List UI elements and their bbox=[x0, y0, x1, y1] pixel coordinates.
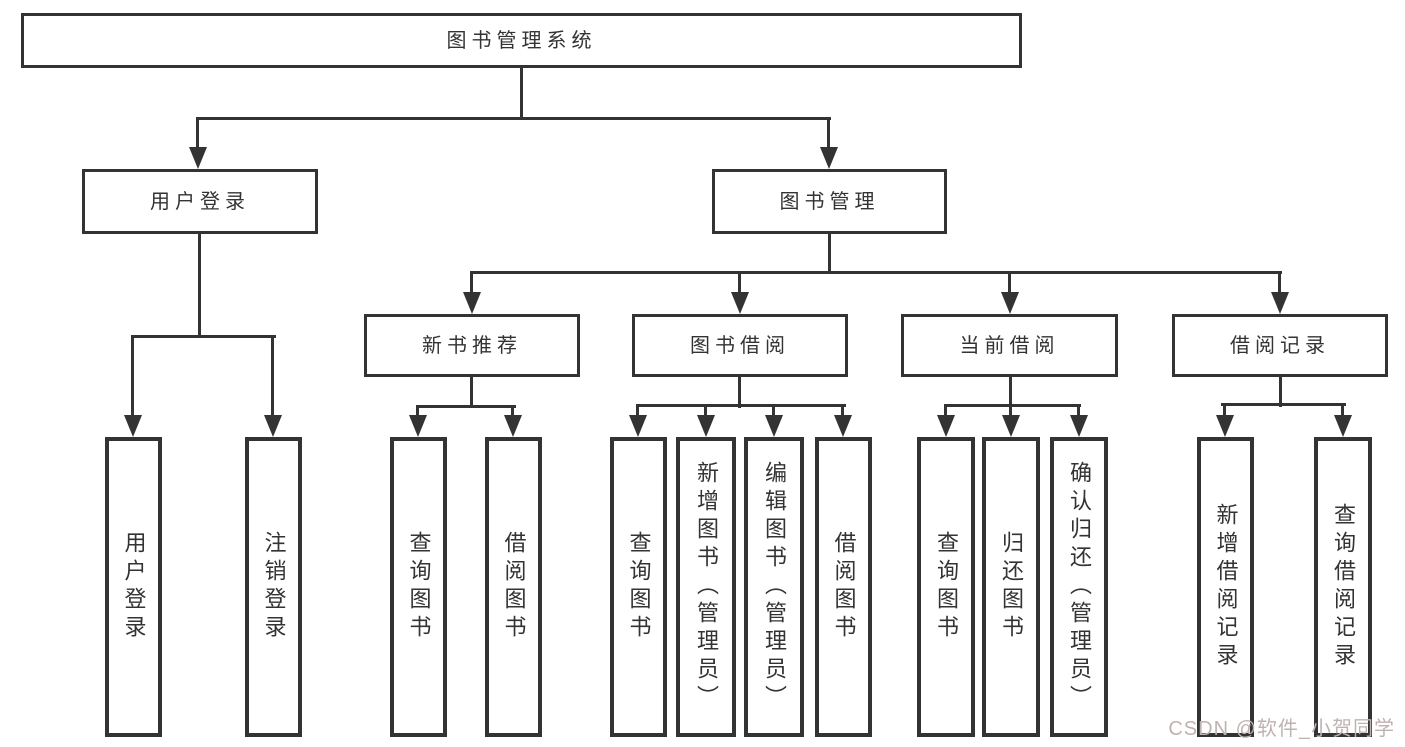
connector-arrow bbox=[697, 404, 715, 437]
csdn-watermark: CSDN @软件_小贺同学 bbox=[1168, 718, 1395, 740]
node-library-management-system: 图书管理系统 bbox=[21, 13, 1022, 68]
node-book-borrowing: 图书借阅 bbox=[632, 314, 848, 377]
connector-arrow bbox=[629, 404, 647, 437]
connector-line bbox=[828, 234, 831, 274]
connector-line bbox=[1009, 377, 1012, 408]
connector-arrow bbox=[820, 117, 838, 169]
node-user-login-action: 用户登录 bbox=[105, 437, 162, 737]
node-query-books-current: 查询图书 bbox=[917, 437, 975, 737]
node-query-borrow-record: 查询借阅记录 bbox=[1314, 437, 1372, 737]
connector-line bbox=[944, 404, 1081, 407]
node-return-book: 归还图书 bbox=[982, 437, 1040, 737]
connector-arrow bbox=[765, 404, 783, 437]
connector-arrow bbox=[1070, 404, 1088, 437]
connector-arrow bbox=[834, 404, 852, 437]
connector-arrow bbox=[731, 271, 749, 314]
connector-arrow bbox=[1334, 403, 1352, 437]
connector-line bbox=[470, 271, 1282, 274]
connector-arrow bbox=[1001, 271, 1019, 314]
node-borrow-books: 借阅图书 bbox=[815, 437, 872, 737]
connector-arrow bbox=[463, 271, 481, 314]
connector-line bbox=[132, 335, 276, 338]
connector-line bbox=[417, 405, 516, 408]
node-query-books-borrowing: 查询图书 bbox=[610, 437, 667, 737]
node-add-borrow-record: 新增借阅记录 bbox=[1197, 437, 1254, 737]
connector-arrow bbox=[1271, 271, 1289, 314]
connector-line bbox=[520, 68, 523, 120]
node-confirm-return-admin: 确认归还（管理员） bbox=[1050, 437, 1108, 737]
connector-line bbox=[738, 377, 741, 408]
connector-line bbox=[637, 404, 846, 407]
node-new-book-recommend: 新书推荐 bbox=[364, 314, 580, 377]
node-book-management: 图书管理 bbox=[712, 169, 947, 234]
connector-arrow bbox=[504, 405, 522, 437]
node-add-book-admin: 新增图书（管理员） bbox=[676, 437, 736, 737]
node-query-books-recommend: 查询图书 bbox=[390, 437, 447, 737]
connector-arrow bbox=[124, 335, 142, 437]
node-user-login: 用户登录 bbox=[82, 169, 318, 234]
connector-line bbox=[196, 117, 831, 120]
node-edit-book-admin: 编辑图书（管理员） bbox=[744, 437, 804, 737]
connector-arrow bbox=[1002, 404, 1020, 437]
node-logout: 注销登录 bbox=[245, 437, 302, 737]
connector-arrow bbox=[1216, 403, 1234, 437]
connector-line bbox=[1279, 377, 1282, 407]
connector-line bbox=[470, 377, 473, 408]
connector-arrow bbox=[937, 404, 955, 437]
node-borrowing-records: 借阅记录 bbox=[1172, 314, 1388, 377]
connector-line bbox=[1221, 403, 1346, 406]
connector-arrow bbox=[264, 335, 282, 437]
node-current-borrowing: 当前借阅 bbox=[901, 314, 1118, 377]
node-borrow-books-recommend: 借阅图书 bbox=[485, 437, 542, 737]
connector-arrow bbox=[189, 117, 207, 169]
connector-arrow bbox=[409, 405, 427, 437]
connector-line bbox=[198, 234, 201, 338]
